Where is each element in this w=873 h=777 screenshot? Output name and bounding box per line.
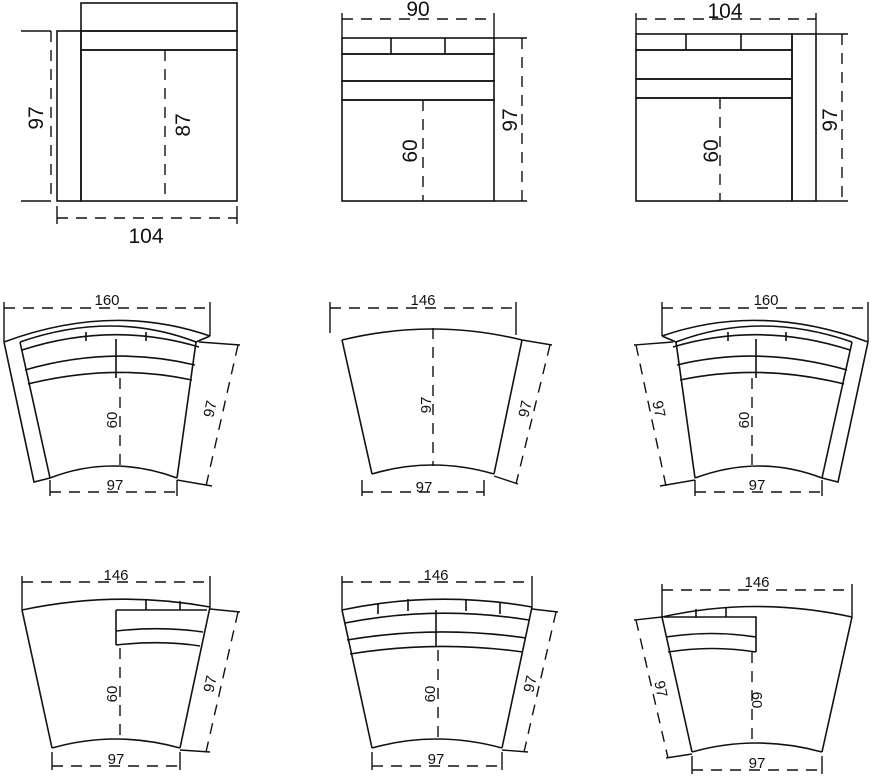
- module-5-side-label: 97: [516, 399, 536, 419]
- module-2-height-label: 97: [499, 108, 522, 131]
- module-8-outline: [341, 598, 533, 749]
- module-2-seat-depth-label: 60: [399, 139, 422, 162]
- module-5: 146 97 97 97: [329, 292, 553, 496]
- module-4-side-label: 97: [201, 399, 221, 419]
- module-8: 146 60 97 97: [341, 567, 559, 770]
- module-9-dim-line-side: [635, 619, 669, 759]
- module-7-outline: [21, 598, 211, 749]
- module-8-dim-line-side: [523, 611, 557, 753]
- module-5-depth-label: 97: [418, 397, 435, 414]
- module-6: 160 97 60 97: [633, 292, 869, 496]
- module-4-bottom-width-label: 97: [107, 477, 124, 494]
- module-5-top-width-label: 146: [410, 292, 435, 309]
- module-8-bottom-width-label: 97: [428, 751, 445, 768]
- module-6-bottom-width-label: 97: [749, 477, 766, 494]
- module-6-outline: [661, 319, 869, 483]
- module-7-top-width-label: 146: [103, 567, 128, 584]
- module-4: 160 60 97 97: [3, 292, 241, 496]
- module-5-bottom-width-label: 97: [416, 479, 433, 496]
- module-8-seat-depth-label: 60: [422, 686, 439, 703]
- module-6-dim-line-side: [635, 344, 667, 487]
- module-4-seat-depth-label: 60: [104, 412, 121, 429]
- module-2-outline: [341, 37, 495, 202]
- module-3-width-label: 104: [707, 0, 742, 23]
- module-7-seat-depth-label: 60: [104, 686, 121, 703]
- module-9-top-width-label: 146: [744, 574, 769, 591]
- module-9-seat-depth-label: 60: [748, 692, 765, 709]
- module-2-width-label: 90: [406, 0, 429, 21]
- module-4-outline: [3, 319, 211, 483]
- module-9-outline: [661, 605, 853, 753]
- module-1-width-label: 104: [128, 225, 163, 248]
- module-1-seat-depth-label: 87: [172, 113, 195, 136]
- module-3-height-label: 97: [819, 108, 842, 131]
- module-8-side-label: 97: [521, 674, 541, 694]
- module-3: 104 60 97: [635, 0, 848, 202]
- module-4-dim-line-side: [205, 344, 239, 487]
- module-3-seat-depth-label: 60: [700, 139, 723, 162]
- module-1: 97 87 104: [21, 2, 238, 248]
- module-5-dim-line-side: [515, 344, 551, 485]
- module-1-outline: [56, 2, 238, 202]
- module-7-bottom-width-label: 97: [108, 751, 125, 768]
- module-6-seat-depth-label: 60: [736, 412, 753, 429]
- module-7-side-label: 97: [201, 674, 221, 694]
- module-9-bottom-width-label: 97: [749, 755, 766, 772]
- module-7-dim-line-side: [205, 611, 239, 753]
- module-8-top-width-label: 146: [423, 567, 448, 584]
- module-4-top-width-label: 160: [94, 292, 119, 309]
- module-9-side-label: 97: [650, 679, 670, 699]
- module-7: 146 60 97 97: [21, 567, 241, 770]
- module-1-height-label: 97: [25, 106, 48, 129]
- module-6-top-width-label: 160: [753, 292, 778, 309]
- module-2: 90 60 97: [341, 0, 527, 202]
- module-6-side-label: 97: [648, 399, 668, 419]
- module-3-outline: [635, 33, 817, 202]
- module-9: 146 97 60 97: [633, 574, 853, 774]
